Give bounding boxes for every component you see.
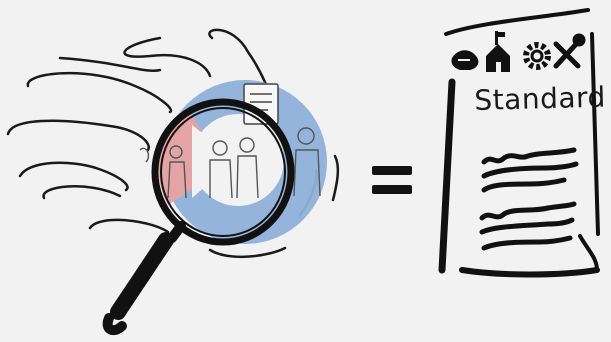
document-title: Standard [474, 80, 607, 117]
people-sketch [139, 127, 321, 199]
tools-icon [553, 33, 586, 69]
handshake-icon [451, 50, 479, 70]
standard-document [438, 8, 600, 278]
equals-sign [372, 166, 412, 194]
text-scribbles [479, 147, 579, 251]
school-icon [486, 31, 510, 72]
motion-lines [6, 28, 340, 258]
gear-icon [523, 42, 551, 70]
magnifier-icon [102, 98, 295, 336]
